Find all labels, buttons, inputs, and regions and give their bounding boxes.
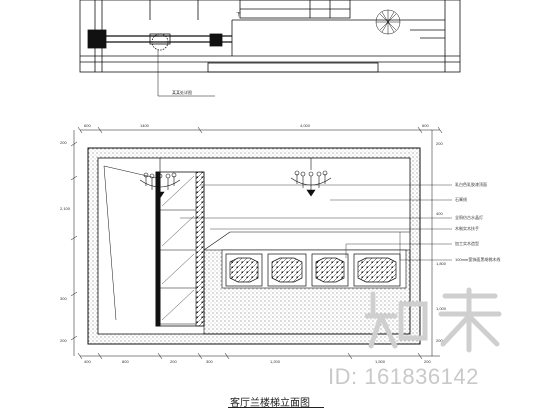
detail-callout-circle [151,33,169,51]
dim-top: 4,000 [300,123,311,128]
callout-carving: 加工实木造型 [455,240,479,246]
callout-labels: 乳白色乳胶漆顶面 石膏线 全铜仿古水晶灯 木制实木扶手 加工实木造型 100mm… [455,181,500,262]
column-block [87,29,107,49]
carved-panel [267,253,307,287]
plan-callout-label: 某某处详图 [172,89,192,95]
plant-icon [375,9,401,35]
top-dimensions: 600 1400 4,000 600 [84,123,429,128]
right-dimensions: 200 400 1,800 1,000 200 [436,141,447,343]
bottom-dimensions: 400 800 200 300 1,200 1,500 200 [84,359,431,364]
leader-lines [180,184,452,261]
dim-bottom: 200 [170,359,177,364]
watermark-id: ID: 161836142 [328,364,479,389]
callout-ceiling: 乳白色乳胶漆顶面 [455,181,487,187]
dim-top: 1400 [140,123,150,128]
watermark-logo [365,287,502,353]
carved-panel [311,253,349,287]
callout-chandelier: 全铜仿古水晶灯 [455,214,483,220]
dimension-lines [70,126,443,360]
plan-view [79,0,461,97]
dim-bottom: 1,500 [375,359,386,364]
decor-panels [225,253,401,287]
carved-panel [225,253,263,287]
dim-right: 1,800 [436,261,447,266]
plan-down-label: 下 [236,12,241,18]
dim-bottom: 1,200 [270,359,281,364]
dim-right: 1,000 [436,306,447,311]
callout-molding: 石膏线 [455,196,467,202]
dim-left: 2,100 [60,206,71,211]
dim-right: 400 [436,211,443,216]
dim-top: 600 [422,123,429,128]
callout-trim: 100mm宽饰面黑胡桃木线 [455,256,500,262]
dim-bottom: 400 [84,359,91,364]
dim-bottom: 300 [206,359,213,364]
dim-left: 200 [60,338,67,343]
dim-bottom: 200 [424,359,431,364]
dim-bottom: 800 [122,359,129,364]
carved-panel [353,253,401,287]
left-dimensions: 200 2,100 300 200 [60,140,71,343]
column-block [209,33,223,47]
dim-top: 600 [84,123,91,128]
stair-section [103,165,410,327]
dim-right: 200 [436,338,443,343]
chandelier-icon [139,158,181,199]
dim-left: 300 [60,296,67,301]
drawing-title: 客厅兰楼梯立面图 [230,398,310,409]
callout-handrail: 木制实木扶手 [455,225,479,231]
title-underline [228,407,324,408]
dim-left: 200 [60,140,67,145]
dim-right: 200 [436,141,443,146]
